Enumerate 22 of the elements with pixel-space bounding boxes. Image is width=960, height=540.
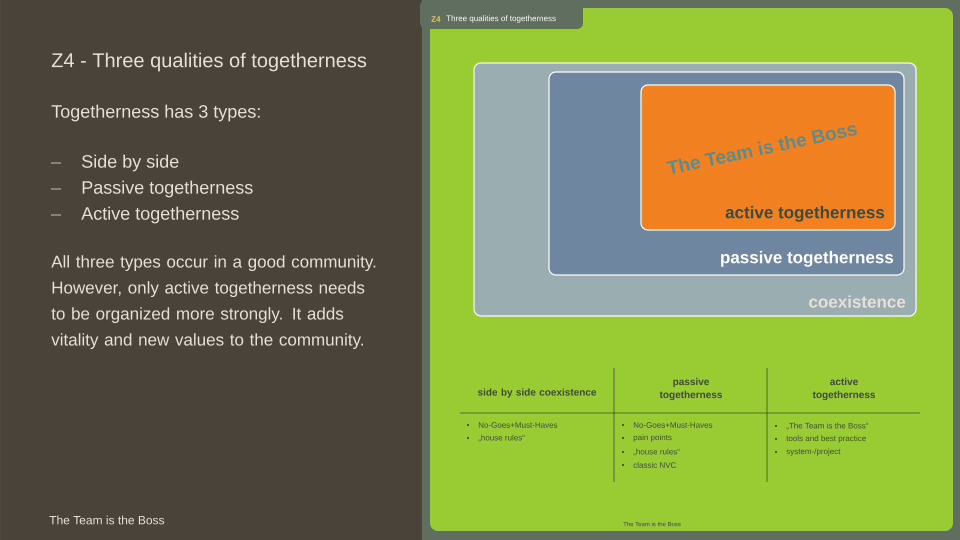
intro-text: Togetherness has 3 types: xyxy=(52,104,260,122)
bullet-item: tools and best practice xyxy=(774,435,866,443)
bullet-item: „The Team is the Boss“ xyxy=(774,422,868,430)
tab-number: Z4 xyxy=(431,16,440,22)
paragraph: All three types occur in a good community. However, only active togetherness needs to be organized more strongly. It adds vitality and new values to the community. xyxy=(51,255,376,350)
footer-text: The Team is the Boss xyxy=(49,516,164,524)
slide-title: Z4 - Three qualities of togetherness xyxy=(52,52,366,72)
bullet-item: „house rules“ xyxy=(466,434,525,442)
bullet-item: No-Goes+Must-Haves xyxy=(466,422,558,428)
bullet-item: pain points xyxy=(622,434,672,442)
column-header: active togetherness xyxy=(812,378,875,400)
column-header: passive togetherness xyxy=(660,378,722,400)
bullet-item: classic NVC xyxy=(622,462,676,468)
list-item: Active togetherness xyxy=(50,206,239,224)
list-item: Passive togetherness xyxy=(50,180,253,198)
bullet-item: system-/project xyxy=(774,448,840,456)
list-item: Side by side xyxy=(50,154,178,172)
bullet-item: No-Goes+Must-Haves xyxy=(622,422,712,428)
active-box: The Team is the Boss active togetherness xyxy=(640,84,896,231)
bullet-item: „house rules“ xyxy=(622,448,680,456)
column-header: side by side coexistence xyxy=(478,388,596,398)
tab-title: Three qualities of togetherness xyxy=(446,15,556,23)
